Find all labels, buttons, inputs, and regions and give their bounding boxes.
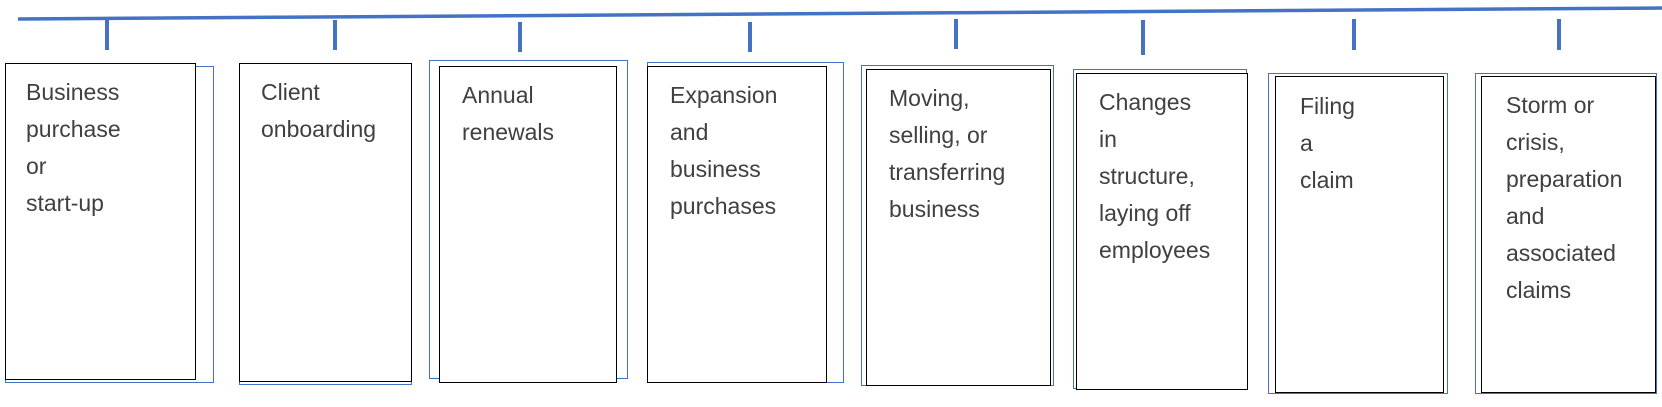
timeline-axis-line	[17, 6, 1662, 21]
stage-label: Annual renewals	[462, 82, 555, 145]
stage-box	[5, 63, 196, 380]
stage-label: Expansion and business purchases	[670, 82, 778, 219]
stage-label: Client onboarding	[261, 79, 377, 142]
stage-label: Changes in structure, laying off employe…	[1099, 89, 1211, 263]
stage-box	[239, 63, 412, 382]
stage-box	[1076, 73, 1248, 390]
stage-box	[1275, 76, 1444, 393]
stage-box	[439, 66, 617, 383]
stage-label: Business purchase or start-up	[26, 79, 121, 216]
stage-box	[866, 69, 1051, 386]
stage-box	[647, 66, 827, 383]
stage-box	[1481, 76, 1656, 393]
stage-label: Storm or crisis, preparation and associa…	[1506, 92, 1623, 303]
stage-label: Filing a claim	[1300, 93, 1355, 193]
stage-label: Moving, selling, or transferring busines…	[889, 85, 1006, 222]
